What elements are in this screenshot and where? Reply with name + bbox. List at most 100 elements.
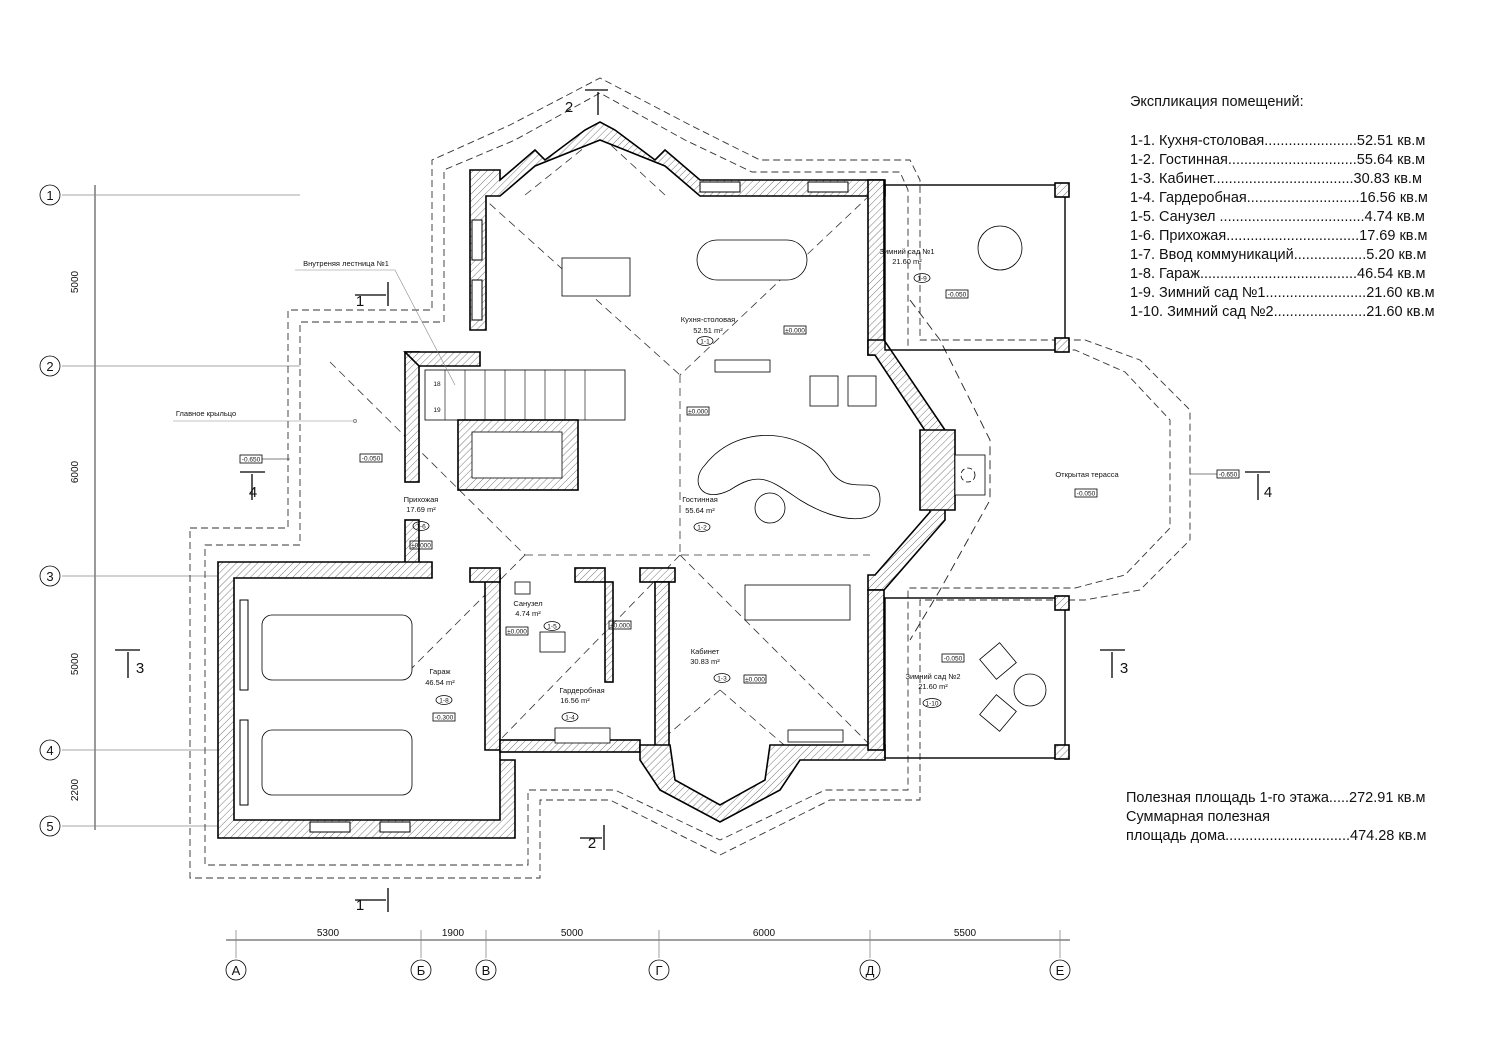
room-wardrobe: Гардеробная 16.56 m² 1-4 ±0.000 <box>559 620 632 722</box>
axis-label: 3 <box>46 569 53 584</box>
svg-text:Кухня-столовая: Кухня-столовая <box>681 315 735 324</box>
svg-text:1-2: 1-2 <box>697 525 707 532</box>
room-explication: Экспликация помещений: 1-1. Кухня-столов… <box>1130 94 1435 320</box>
svg-text:16.56 m²: 16.56 m² <box>560 696 590 705</box>
svg-text:Гараж: Гараж <box>429 667 450 676</box>
explication-item: 1-7. Ввод коммуникаций..................… <box>1130 247 1427 263</box>
dimension-label: 6000 <box>753 928 776 939</box>
svg-text:±0.000: ±0.000 <box>507 629 527 636</box>
dimension-label: 5000 <box>70 270 81 293</box>
room-garage: Гараж 46.54 m² 1-8 -0.300 <box>425 667 456 722</box>
svg-text:1-6: 1-6 <box>416 524 426 531</box>
room-kitchen: Кухня-столовая 52.51 m² 1-1 ±0.000 <box>681 315 807 346</box>
svg-text:Главное крыльцо: Главное крыльцо <box>176 409 236 418</box>
svg-text:-0.650: -0.650 <box>1219 472 1238 479</box>
svg-text:21.60 m²: 21.60 m² <box>892 257 922 266</box>
desk <box>787 729 844 743</box>
svg-text:52.51 m²: 52.51 m² <box>693 326 723 335</box>
room-labels: Кухня-столовая 52.51 m² 1-1 ±0.000 Гости… <box>173 247 1240 722</box>
dimension-label: 5000 <box>561 928 584 939</box>
svg-text:Открытая терасса: Открытая терасса <box>1055 470 1119 479</box>
explication-item: 1-4. Гардеробная........................… <box>1130 190 1428 206</box>
svg-text:±0.000: ±0.000 <box>411 543 431 550</box>
room-hallway: Прихожая 17.69 m² 1-6 ±0.000 <box>404 495 439 550</box>
section-marks <box>115 89 1270 912</box>
explication-item: 1-3. Кабинет............................… <box>1130 171 1422 187</box>
kitchen-island <box>561 257 631 297</box>
armchair <box>809 375 839 407</box>
svg-text:-0.050: -0.050 <box>948 292 967 299</box>
explication-item: 1-9. Зимний сад №1......................… <box>1130 285 1435 301</box>
svg-text:21.60 m²: 21.60 m² <box>918 682 948 691</box>
room-office: Кабинет 30.83 m² 1-3 ±0.000 <box>690 647 767 684</box>
svg-text:17.69 m²: 17.69 m² <box>406 505 436 514</box>
svg-text:4: 4 <box>249 484 257 501</box>
svg-text:1-8: 1-8 <box>439 698 449 705</box>
explication-item: 1-8. Гараж..............................… <box>1130 266 1425 282</box>
explication-item: 1-10. Зимний сад №2.....................… <box>1130 304 1435 320</box>
svg-text:±0.000: ±0.000 <box>610 623 630 630</box>
axis-label: Б <box>417 963 426 978</box>
svg-text:1-5: 1-5 <box>547 624 557 631</box>
axis-label: 1 <box>46 188 53 203</box>
svg-text:Внутреняя лестница №1: Внутреняя лестница №1 <box>303 259 389 268</box>
room-winter-garden-2: Зимний сад №2 21.60 m² 1-10 -0.050 <box>905 653 965 708</box>
terrace-label: Открытая терасса -0.050 <box>1055 470 1119 498</box>
svg-text:Кабинет: Кабинет <box>691 647 720 656</box>
svg-text:1-4: 1-4 <box>565 715 575 722</box>
axis-label: 5 <box>46 819 53 834</box>
svg-text:±0.000: ±0.000 <box>688 409 708 416</box>
svg-text:2: 2 <box>588 835 596 852</box>
washbasin <box>539 631 566 653</box>
room-winter-garden-1: Зимний сад №1 21.60 m² 1-9 -0.050 <box>879 247 969 299</box>
armchair <box>979 694 1017 732</box>
sofa <box>744 584 851 621</box>
axis-label: В <box>482 963 491 978</box>
roof-outline <box>189 77 1191 879</box>
svg-text:1-10: 1-10 <box>925 701 938 708</box>
explication-item: 1-1. Кухня-столовая.....................… <box>1130 133 1425 149</box>
svg-text:Зимний сад №1: Зимний сад №1 <box>879 247 934 256</box>
svg-text:-0.050: -0.050 <box>1077 491 1096 498</box>
svg-text:30.83 m²: 30.83 m² <box>690 657 720 666</box>
car <box>261 614 413 681</box>
dimension-label: 5500 <box>954 928 977 939</box>
explication-item: 1-2. Гостинная..........................… <box>1130 152 1425 168</box>
room-bathroom: Санузел 4.74 m² 1-5 ±0.000 <box>505 599 561 636</box>
svg-text:Полезная площадь 1-го этажа...: Полезная площадь 1-го этажа.....272.91 к… <box>1126 790 1425 806</box>
stair-step-number: 19 <box>433 407 441 414</box>
dimension-label: 5000 <box>70 652 81 675</box>
svg-text:площадь дома..................: площадь дома............................… <box>1126 828 1426 844</box>
svg-text:1-9: 1-9 <box>917 276 927 283</box>
svg-text:46.54 m²: 46.54 m² <box>425 678 455 687</box>
walls <box>217 121 986 839</box>
coffee-table <box>1013 673 1047 707</box>
staircase: 18 19 <box>424 369 626 421</box>
svg-text:1: 1 <box>356 293 364 310</box>
svg-text:3: 3 <box>136 660 144 677</box>
svg-text:±0.000: ±0.000 <box>745 677 765 684</box>
dimension-label: 5300 <box>317 928 340 939</box>
svg-text:±0.000: ±0.000 <box>785 328 805 335</box>
section-labels: 1 1 2 2 3 3 4 4 <box>136 99 1272 914</box>
svg-text:Суммарная полезная: Суммарная полезная <box>1126 809 1270 825</box>
explication-item: 1-5. Санузел ...........................… <box>1130 209 1425 225</box>
row-axes: 1 2 3 4 5 5000 6000 5000 2200 <box>39 184 300 837</box>
svg-text:3: 3 <box>1120 660 1128 677</box>
armchair <box>979 642 1017 680</box>
winter-gardens <box>884 182 1070 760</box>
stair-label: Внутреняя лестница №1 <box>295 259 456 386</box>
svg-text:Прихожая: Прихожая <box>404 495 439 504</box>
dimension-label: 1900 <box>442 928 465 939</box>
porch-label: Главное крыльцо -0.050 <box>173 409 383 463</box>
tv-unit <box>714 359 771 373</box>
svg-text:55.64 m²: 55.64 m² <box>685 506 715 515</box>
svg-text:Гардеробная: Гардеробная <box>559 686 604 695</box>
svg-text:4.74 m²: 4.74 m² <box>515 609 541 618</box>
axis-label: 2 <box>46 359 53 374</box>
windows <box>239 181 849 833</box>
desk <box>554 727 611 744</box>
stair-step-number: 18 <box>433 381 441 388</box>
round-table <box>977 225 1023 271</box>
